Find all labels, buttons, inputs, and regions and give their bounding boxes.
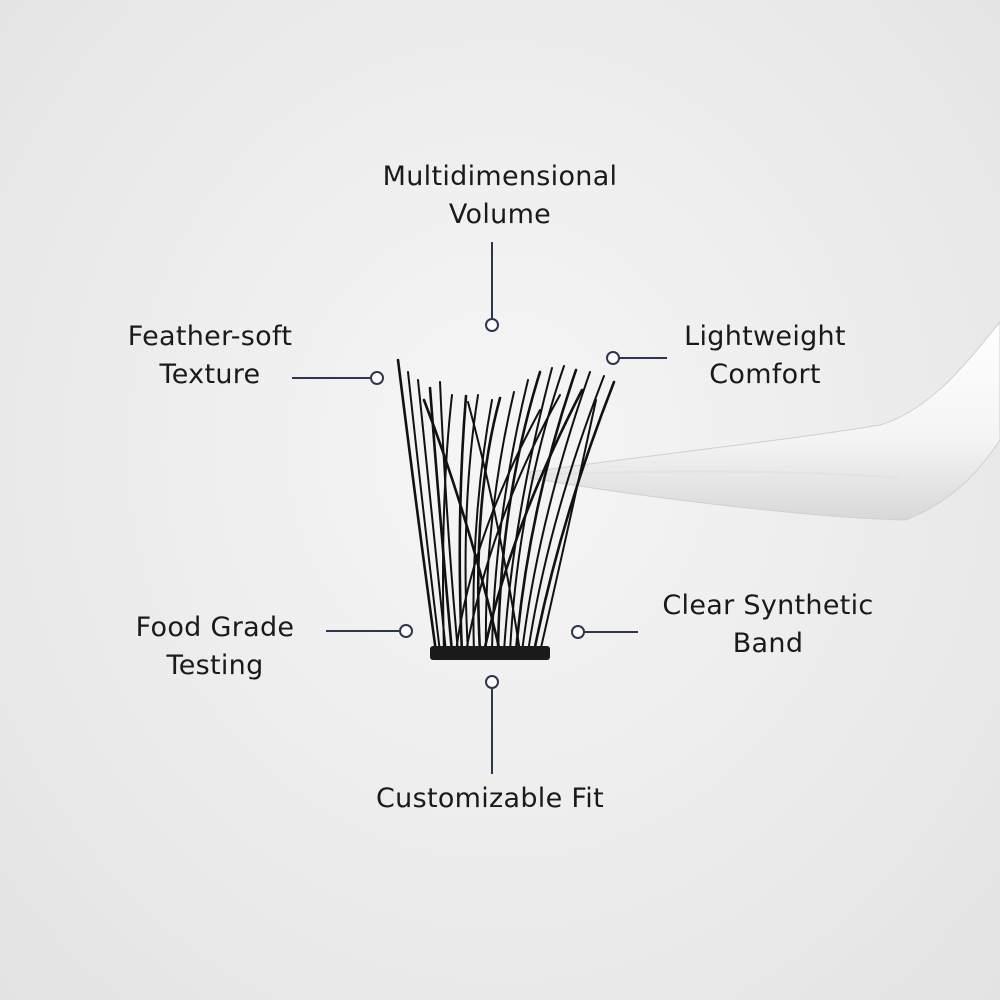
lash-fiber bbox=[539, 399, 597, 653]
lash-cluster-image bbox=[396, 358, 616, 654]
lash-fiber bbox=[532, 380, 616, 654]
label-line: Texture bbox=[159, 359, 261, 390]
label-line: Testing bbox=[166, 650, 264, 681]
label-line: Food Grade bbox=[135, 612, 295, 643]
lash-fiber bbox=[472, 399, 493, 653]
label-feather-soft-texture: Feather-soft Texture bbox=[100, 318, 320, 394]
callout-connector-clear-synthetic-band bbox=[571, 625, 638, 639]
label-clear-synthetic-band: Clear Synthetic Band bbox=[638, 587, 898, 663]
lash-fiber bbox=[491, 379, 529, 653]
lash-fiber bbox=[527, 375, 605, 653]
label-customizable-fit: Customizable Fit bbox=[340, 780, 640, 818]
lash-band bbox=[430, 646, 550, 660]
label-line: Customizable Fit bbox=[376, 783, 604, 814]
lash-fiber bbox=[439, 381, 459, 653]
lash-fiber bbox=[482, 388, 584, 654]
lash-fiber bbox=[514, 368, 578, 654]
callout-connector-multidimensional-volume bbox=[485, 242, 499, 332]
callout-connector-food-grade-testing bbox=[326, 624, 413, 638]
callout-connector-feather-soft-texture bbox=[292, 371, 384, 385]
lash-fiber bbox=[503, 367, 553, 653]
lash-fiber bbox=[455, 409, 541, 653]
lash-fiber bbox=[509, 365, 565, 653]
callout-connector-customizable-fit bbox=[485, 675, 499, 774]
label-line: Band bbox=[732, 628, 804, 659]
lash-fiber bbox=[442, 394, 453, 653]
callout-connector-lightweight-comfort bbox=[606, 351, 667, 365]
label-line: Clear Synthetic bbox=[662, 590, 874, 621]
lash-fiber bbox=[476, 396, 502, 654]
lash-fiber bbox=[396, 358, 438, 654]
lash-fiber bbox=[484, 391, 515, 653]
lash-fiber bbox=[407, 371, 441, 653]
label-line: Lightweight bbox=[684, 321, 846, 352]
lash-fiber bbox=[467, 401, 521, 653]
label-line: Volume bbox=[448, 199, 552, 230]
lash-fiber bbox=[465, 394, 561, 653]
label-lightweight-comfort: Lightweight Comfort bbox=[660, 318, 870, 394]
label-food-grade-testing: Food Grade Testing bbox=[110, 609, 320, 685]
label-multidimensional-volume: Multidimensional Volume bbox=[350, 158, 650, 234]
label-line: Multidimensional bbox=[382, 161, 618, 192]
label-line: Comfort bbox=[709, 359, 821, 390]
lash-fiber bbox=[496, 370, 542, 654]
label-line: Feather-soft bbox=[127, 321, 293, 352]
lash-fiber bbox=[521, 371, 591, 653]
